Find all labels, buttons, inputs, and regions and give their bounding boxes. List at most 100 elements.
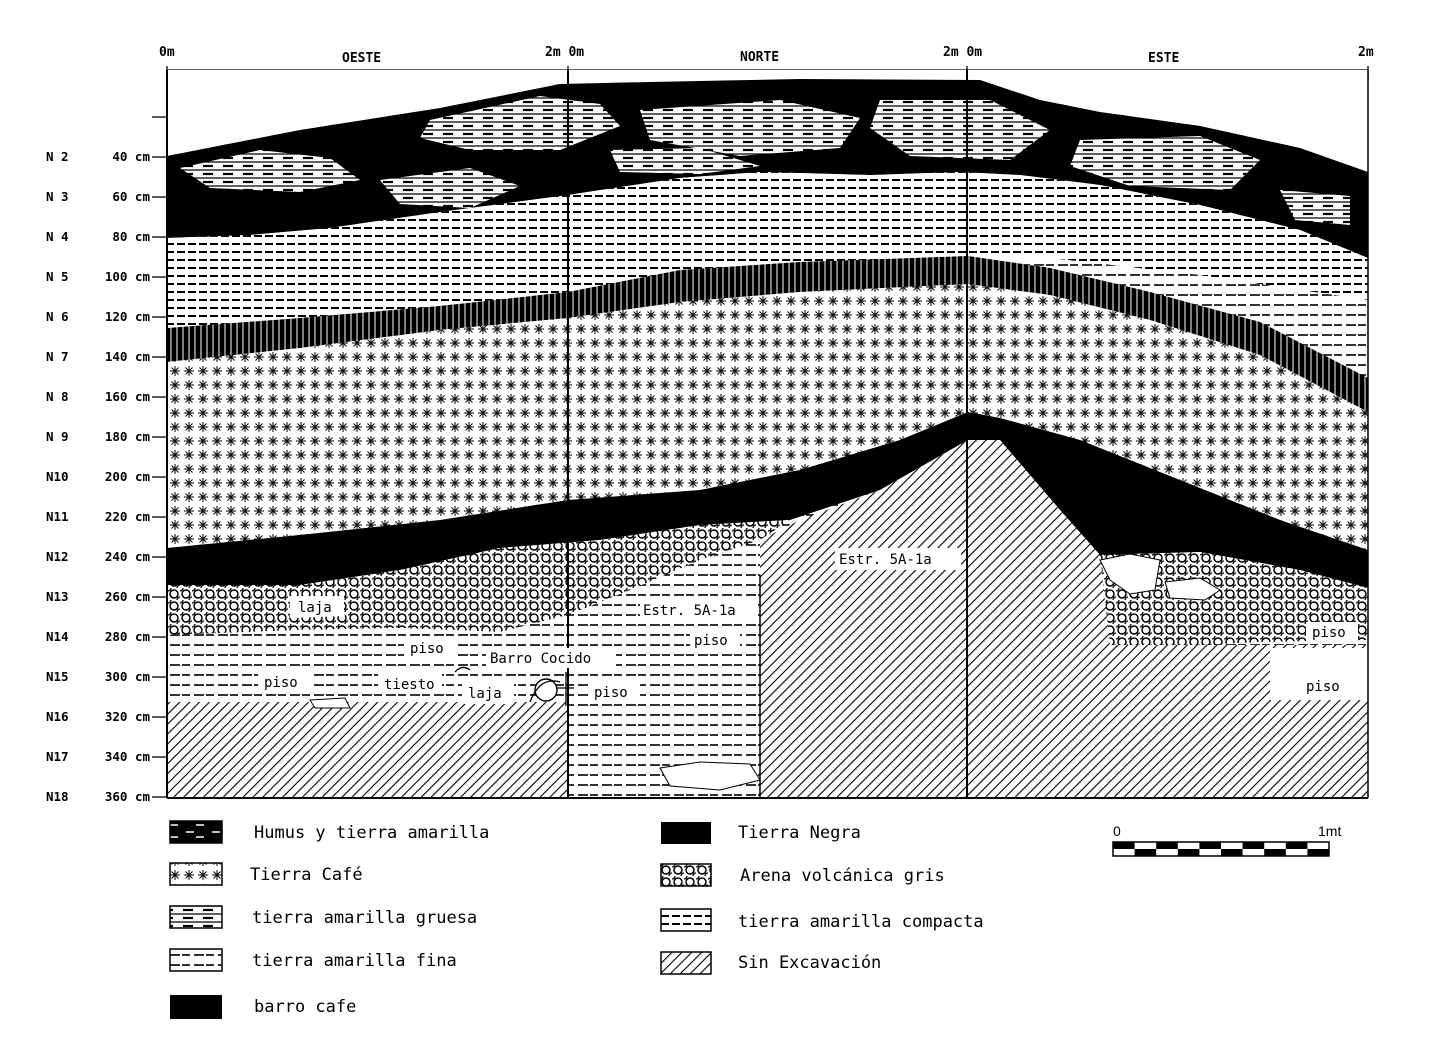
depth-value-label: 200 cm <box>105 469 151 484</box>
label-bg <box>835 548 961 570</box>
legend-item-sin: Sin Excavación <box>660 951 881 975</box>
layer-pisos-west <box>167 540 760 798</box>
humus-patch <box>420 96 620 150</box>
scale-bar: 0 1mt <box>1112 823 1341 857</box>
depth-level-label: N 8 <box>46 389 69 404</box>
layer-sin-excavacion-estr <box>760 440 1368 798</box>
depth-level-label: N10 <box>46 469 69 484</box>
scale-segment <box>1242 842 1265 849</box>
depth-value-label: 80 cm <box>112 229 150 244</box>
scale-segment <box>1134 849 1157 856</box>
depth-level-label: N 4 <box>46 229 69 244</box>
legend-label: tierra amarilla compacta <box>738 912 984 932</box>
label-bg <box>292 596 344 616</box>
legend-label: barro cafe <box>254 997 356 1017</box>
barro-cocido-sketch-icon <box>454 666 574 706</box>
depth-level-label: N 6 <box>46 309 69 324</box>
wall-label-este: ESTE <box>1148 51 1179 66</box>
legend-item-fina: tierra amarilla fina <box>169 948 457 972</box>
depth-value-label: 140 cm <box>105 349 151 364</box>
depth-level-label: N 2 <box>46 149 69 164</box>
depth-value-label: 340 cm <box>105 749 151 764</box>
scale-end-label: 1mt <box>1318 823 1341 839</box>
depth-value-label: 60 cm <box>112 189 150 204</box>
depth-value-label: 240 cm <box>105 549 151 564</box>
legend-item-gruesa: tierra amarilla gruesa <box>169 905 477 929</box>
layer-sin-excavacion-west <box>167 702 568 798</box>
humus-patch <box>1280 190 1350 225</box>
annotation-piso-5: piso <box>1312 625 1346 641</box>
annotation-piso-6: piso <box>1306 679 1340 695</box>
legend-item-negra: Tierra Negra <box>661 822 861 844</box>
humus-patch <box>380 168 520 208</box>
label-bg <box>258 672 310 692</box>
profile-layers <box>167 70 1368 798</box>
depth-value-label: 280 cm <box>105 629 151 644</box>
depth-level-label: N 3 <box>46 189 69 204</box>
scale-segment <box>1307 849 1329 856</box>
label-bg <box>588 682 640 702</box>
humus-patch <box>610 148 760 174</box>
wall-label-norte: NORTE <box>740 50 779 65</box>
layer-tierra-negra <box>167 412 1368 588</box>
humus-patch <box>1070 136 1260 190</box>
scale-segment <box>1177 849 1200 856</box>
depth-level-label: N 9 <box>46 429 69 444</box>
annotation-tiesto: tiesto <box>384 677 435 693</box>
annotation-laja-2: laja <box>468 686 502 702</box>
label-bg <box>378 674 442 694</box>
annotation-estr-1: Estr. 5A-1a <box>643 603 736 619</box>
label-bg <box>462 684 514 704</box>
stone <box>1099 553 1161 595</box>
depth-level-label: N13 <box>46 589 69 604</box>
legend-item-compacta: tierra amarilla compacta <box>660 908 984 932</box>
depth-value-label: 120 cm <box>105 309 151 324</box>
annotation-piso-3: piso <box>594 685 628 701</box>
annotation-barro-cocido: Barro Cocido <box>490 651 591 667</box>
legend-item-tierra-cafe: Tierra Café <box>169 862 363 886</box>
legend-label: Sin Excavación <box>738 953 881 973</box>
scale-segment <box>1113 842 1135 849</box>
legend-label: Tierra Negra <box>738 823 861 843</box>
layer-tierra-amarilla-compacta <box>167 172 1368 328</box>
annotation-laja-1: laja <box>298 600 332 616</box>
annotation-estr-2: Estr. 5A-1a <box>839 552 932 568</box>
humus-patch <box>640 100 860 156</box>
scale-segment <box>1199 842 1221 849</box>
depth-value-label: 320 cm <box>105 709 151 724</box>
legend-item-humus: Humus y tierra amarilla <box>169 820 489 844</box>
label-bg <box>486 648 616 668</box>
scale-segment <box>1221 849 1243 856</box>
depth-value-label: 180 cm <box>105 429 151 444</box>
depth-level-label: N14 <box>46 629 69 644</box>
label-bg <box>690 630 740 650</box>
annotation-piso-1: piso <box>410 641 444 657</box>
tick-2m-0m-north: 2m 0m <box>943 45 982 60</box>
tick-2m-end: 2m <box>1358 45 1374 60</box>
legend-item-arena: Arena volcánica gris <box>660 863 945 887</box>
humus-patch <box>180 150 360 192</box>
above-surface <box>167 70 1368 172</box>
piso-block-east <box>1270 648 1368 700</box>
annotation-piso-4: piso <box>694 633 728 649</box>
scale-outline <box>1112 841 1330 857</box>
scale-start-label: 0 <box>1113 823 1121 839</box>
depth-level-label: N11 <box>46 509 69 524</box>
stone <box>1164 577 1221 601</box>
annotation-piso-2: piso <box>264 675 298 691</box>
label-bg <box>404 638 456 658</box>
tick-0m: 0m <box>159 45 175 60</box>
humus-patch <box>870 100 1050 160</box>
depth-level-label: N12 <box>46 549 69 564</box>
depth-value-label: 160 cm <box>105 389 151 404</box>
depth-level-label: N16 <box>46 709 69 724</box>
scale-segment <box>1285 842 1308 849</box>
label-bg <box>1306 622 1358 642</box>
label-bg <box>640 600 756 620</box>
depth-value-label: 360 cm <box>105 789 151 804</box>
depth-level-label: N 7 <box>46 349 69 364</box>
layer-arena-volcanica-east <box>1100 552 1368 645</box>
wall-label-oeste: OESTE <box>342 51 381 66</box>
